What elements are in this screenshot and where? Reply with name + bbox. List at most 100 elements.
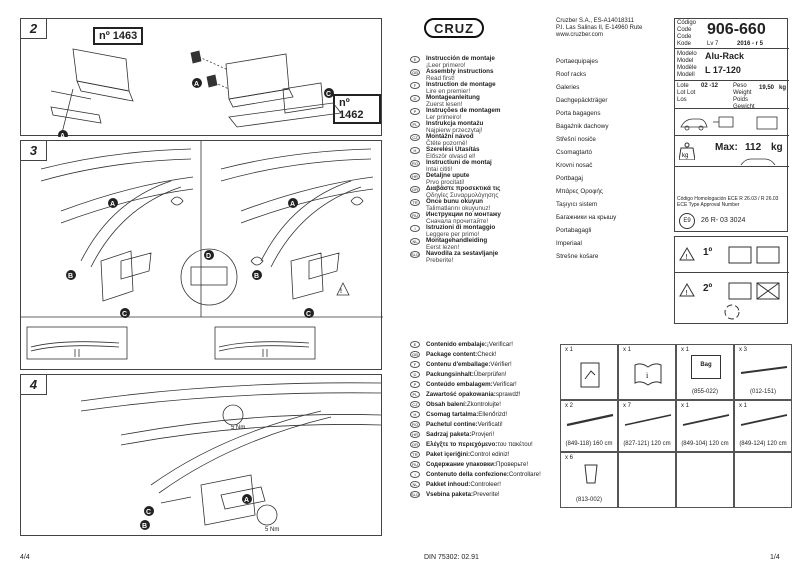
roof-load-icon (740, 158, 776, 166)
info-book-icon: i (634, 363, 662, 386)
svg-text:C: C (326, 91, 331, 98)
part-code-1463: nº 1463 (93, 27, 144, 45)
svg-text:C: C (122, 311, 127, 318)
step-number: 2 (21, 19, 47, 39)
svg-text:C: C (306, 311, 311, 318)
part-code-1462: nº 1462 (333, 94, 381, 124)
strip-icon (740, 366, 788, 374)
svg-text:A: A (110, 201, 115, 208)
torque-label: 5 Nm (265, 527, 280, 533)
svg-text:A: A (60, 133, 65, 137)
svg-text:A: A (290, 201, 295, 208)
svg-text:i: i (646, 371, 649, 380)
part-cell: x 1 i (618, 344, 676, 400)
label-a: A (194, 81, 199, 88)
step-4-panel: 4 A C B 5 Nm 5 Nm (20, 374, 382, 536)
svg-text:!: ! (686, 254, 688, 261)
svg-text:D: D (206, 253, 211, 260)
svg-text:B: B (142, 523, 147, 530)
svg-text:!: ! (686, 290, 688, 297)
part-cell: x 1 Bag (855-022) (676, 344, 734, 400)
svg-text:B: B (68, 273, 73, 280)
end-cap-icon (584, 464, 598, 484)
step-2-illustration: A A C (50, 48, 342, 137)
recycle-icon (724, 304, 740, 320)
rail-icon (566, 413, 614, 427)
bar-icon (682, 414, 730, 426)
model-name: Alu-Rack (705, 51, 745, 61)
warning-icon: ! (679, 283, 695, 297)
no-car-wash-icon (728, 282, 780, 300)
bag-icon: Bag (691, 355, 721, 379)
step-3-panel: 3 (20, 140, 383, 370)
part-cell: x 1 (560, 344, 618, 400)
part-cell: x 3 (012-151) (734, 344, 792, 400)
warning-box: ! 1º ! 2º (674, 236, 789, 324)
bar-icon (624, 414, 672, 426)
instruction-sheet-icon (580, 362, 600, 388)
step-4-illustration: A C B (80, 382, 382, 530)
car-transport-icons (680, 116, 778, 131)
part-cell: x 6 (813-002) (560, 452, 618, 508)
cruz-logo: CRUZ (424, 18, 484, 38)
max-load: 112 (745, 142, 762, 153)
step-number: 4 (21, 375, 47, 395)
car-wash-icon (728, 246, 780, 264)
step-2-panel: 2 nº 1463 nº 1462 A A C (20, 18, 382, 137)
spec-box: Código Code Code Kode 906-660 Lv 7 2016 … (674, 18, 789, 232)
model-size: L 17-120 (705, 65, 741, 75)
part-cell: x 7 (827-121) 120 cm (618, 400, 676, 452)
bar-icon (740, 414, 788, 426)
part-cell: x 1 (849-124) 120 cm (734, 400, 792, 452)
footer-page-left: 4/4 (20, 554, 30, 561)
footer-page-right: 1/4 (770, 554, 780, 561)
torque-label: 5 Nm (231, 425, 246, 431)
warning-icon: ! (679, 247, 695, 261)
step-number: 3 (21, 141, 47, 161)
svg-text:B: B (254, 273, 259, 280)
svg-text:A: A (244, 497, 249, 504)
step-3-illustration: A A B B C C D ! (21, 141, 383, 360)
approval-number: 26 R- 03 3024 (701, 217, 746, 224)
approval-mark: E9 (679, 213, 695, 229)
part-cell: x 1 (849-104) 120 cm (676, 400, 734, 452)
weight-value: 19,50 (759, 85, 775, 91)
part-cell: x 2 (849-118) 160 cm (560, 400, 618, 452)
footer-din: DIN 75302: 02.91 (424, 554, 479, 561)
weight-icon: kg (679, 142, 695, 160)
svg-text:kg: kg (682, 153, 688, 159)
product-code: 906-660 (707, 21, 766, 38)
